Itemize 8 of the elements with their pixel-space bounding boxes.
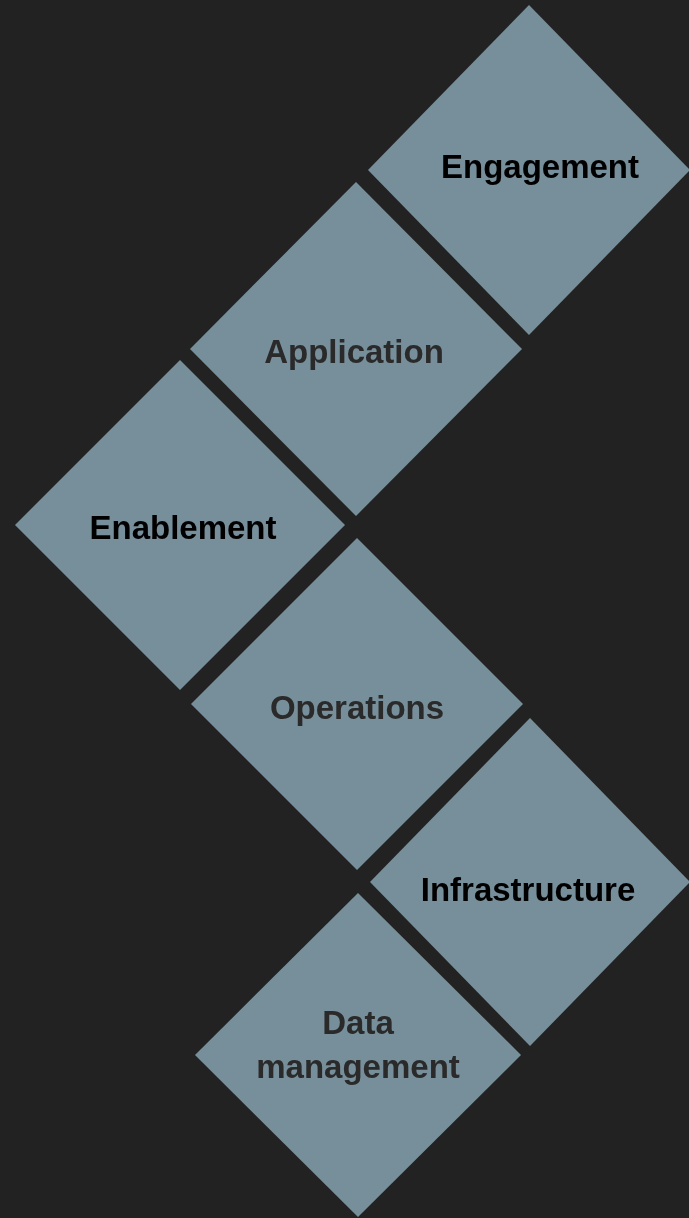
diamond-label: Data management — [255, 1003, 461, 1087]
diamond-shape — [368, 5, 689, 335]
diamond-label: Operations — [268, 688, 446, 728]
diamond-shape — [191, 538, 523, 870]
diamond-label: Engagement — [439, 147, 640, 187]
diamond-label: Infrastructure — [419, 870, 637, 910]
diamond-label: Enablement — [88, 508, 278, 548]
diamond-label: Application — [263, 332, 445, 372]
